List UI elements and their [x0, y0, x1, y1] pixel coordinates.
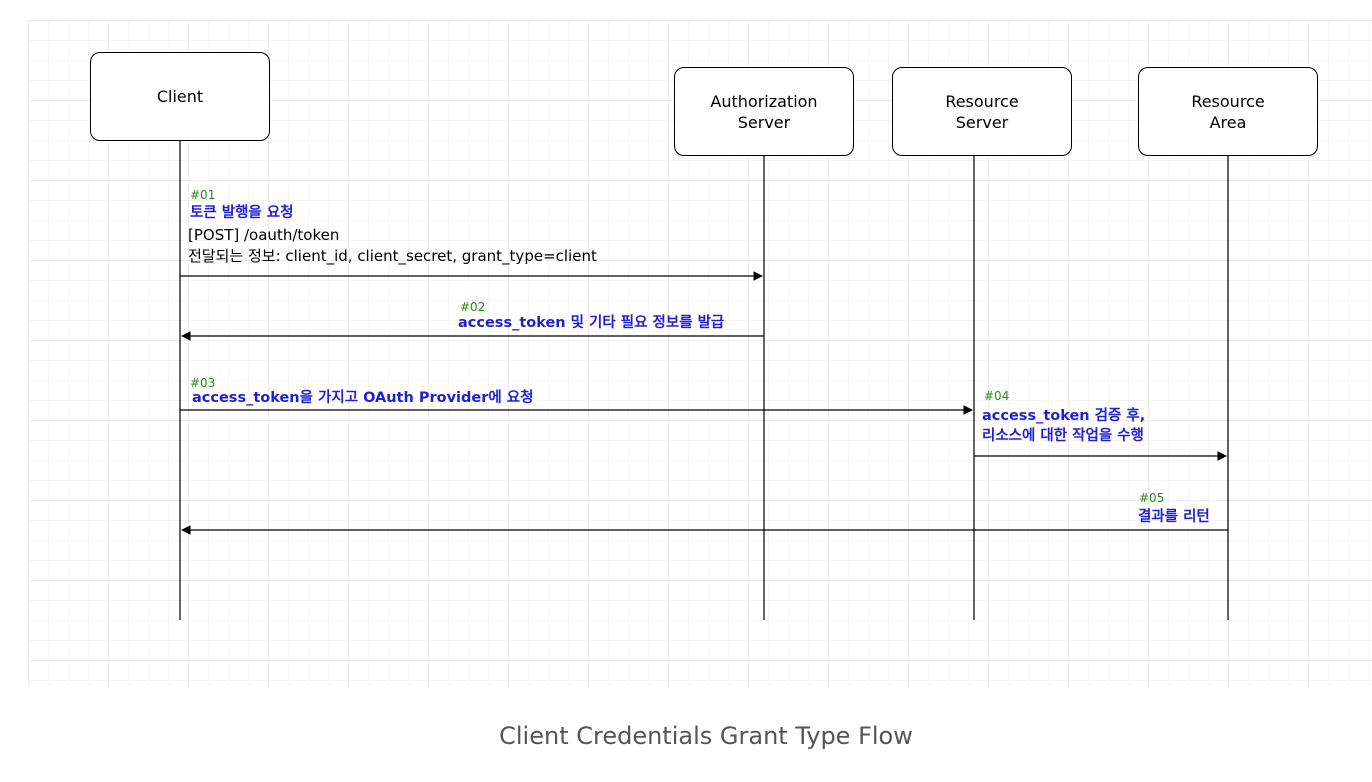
figure-caption: Client Credentials Grant Type Flow	[499, 722, 913, 750]
actor-authorization-server: Authorization Server	[674, 67, 854, 156]
actor-client: Client	[90, 52, 270, 141]
step-05-number: #05	[1139, 491, 1165, 505]
step-04-number: #04	[984, 389, 1010, 403]
step-05-title: 결과를 리턴	[1138, 509, 1210, 525]
step-04-title: access_token 검증 후, 리소스에 대한 작업을 수행	[982, 408, 1146, 444]
step-01-title: 토큰 발행을 요청	[190, 205, 294, 221]
actor-resource-server: Resource Server	[892, 67, 1072, 156]
actor-resource-area: Resource Area	[1138, 67, 1318, 156]
step-03-number: #03	[190, 376, 216, 390]
step-02-number: #02	[460, 300, 486, 314]
step-01-number: #01	[190, 188, 216, 202]
step-01-params: 전달되는 정보: client_id, client_secret, grant…	[188, 247, 597, 265]
step-01-endpoint: [POST] /oauth/token	[188, 226, 340, 244]
step-03-title: access_token을 가지고 OAuth Provider에 요청	[192, 390, 534, 406]
step-02-title: access_token 및 기타 필요 정보를 발급	[458, 315, 725, 331]
